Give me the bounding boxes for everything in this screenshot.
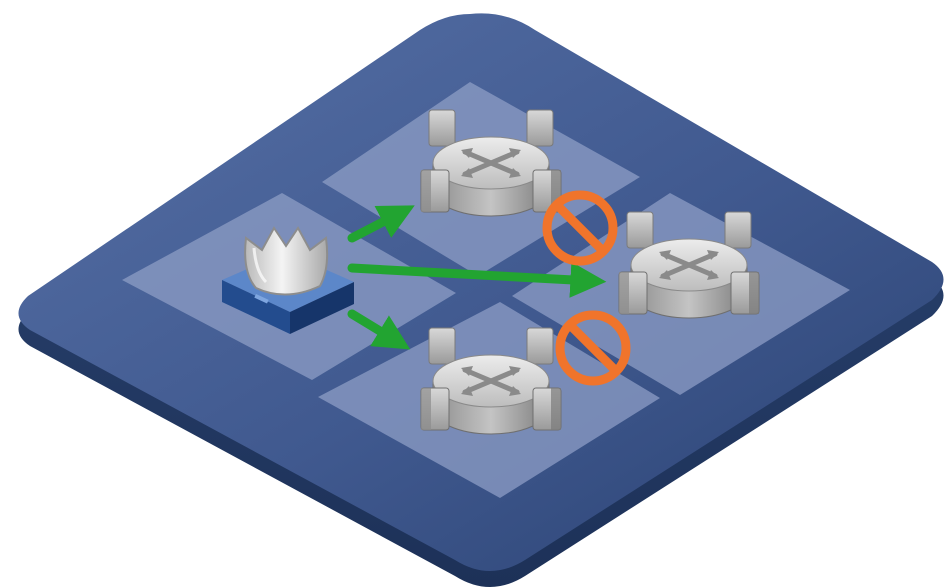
arrow-to-top-router xyxy=(347,205,415,243)
platform xyxy=(18,13,944,587)
arrow-to-bottom-router xyxy=(347,309,411,350)
arrow-to-right-router xyxy=(347,261,607,298)
arrows xyxy=(347,205,607,350)
controller-device-icon xyxy=(222,226,354,334)
